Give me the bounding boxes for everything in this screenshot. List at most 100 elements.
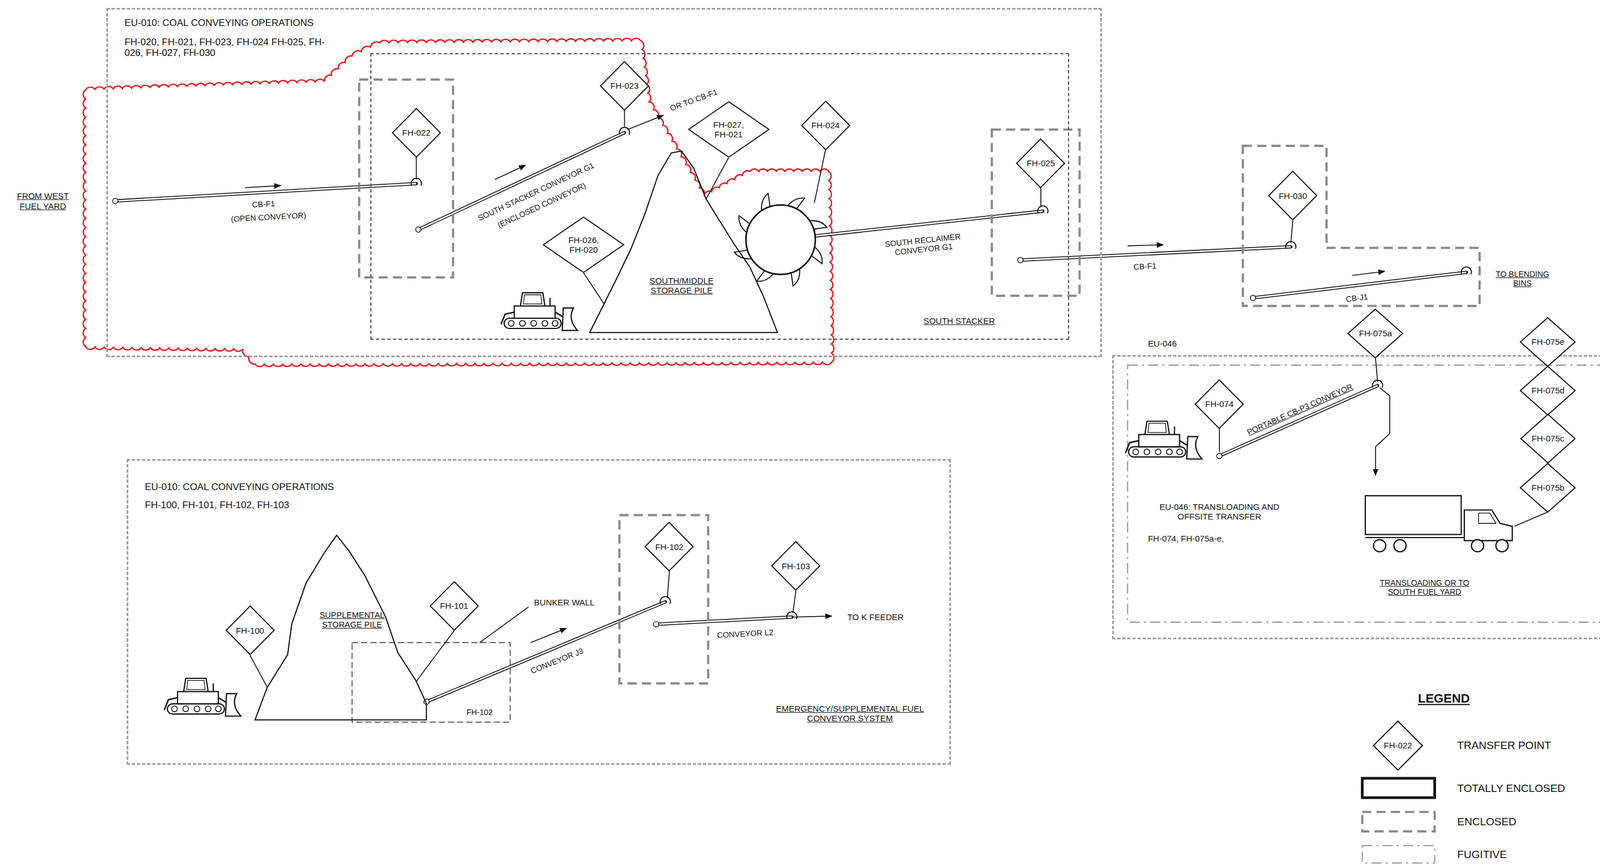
reclaimer-wheel bbox=[734, 193, 828, 287]
storage-pile: SUPPLEMENTAL STORAGE PILE bbox=[254, 535, 427, 721]
diamond-outline bbox=[1347, 309, 1403, 358]
conveyor bbox=[1219, 385, 1378, 457]
drawing-label: SOUTH RECLAIMER CONVEYOR G1 bbox=[872, 230, 974, 259]
conveyor bbox=[1038, 205, 1049, 214]
region-label: EU-010: COAL CONVEYING OPERATIONS bbox=[124, 17, 314, 29]
conveyor bbox=[1020, 247, 1291, 261]
transfer-point-diamond: FH-025 bbox=[1015, 138, 1066, 189]
diamond-outline bbox=[1520, 366, 1576, 415]
transfer-arrow bbox=[1375, 387, 1390, 476]
leader-line bbox=[814, 149, 826, 203]
truck bbox=[1495, 539, 1509, 553]
region-box: SOUTH STACKER FH-022 FH-023FH-027, FH-021F… bbox=[370, 53, 1070, 340]
fugitive-boundary bbox=[1127, 365, 1600, 623]
drawing-label: FH-102 bbox=[465, 707, 495, 717]
region-box: EU-010: COAL CONVEYING OPERATIONS FH-020,… bbox=[106, 7, 1103, 357]
conveyor bbox=[786, 611, 798, 620]
conveyor bbox=[660, 596, 671, 604]
region-label: EMERGENCY/SUPPLEMENTAL FUEL CONVEYOR SYS… bbox=[763, 703, 937, 724]
drawing-label: FROM WEST FUEL YARD bbox=[6, 191, 80, 211]
diamond-outline bbox=[430, 581, 479, 631]
drawing-label: CONVEYOR J3 bbox=[528, 646, 586, 677]
transfer-point-diamond: FH-075a bbox=[1347, 308, 1404, 359]
enclosure-box bbox=[991, 129, 1080, 296]
diamond-outline bbox=[392, 108, 441, 158]
flow-arrow bbox=[244, 185, 281, 188]
pile-outline bbox=[589, 150, 778, 333]
conveyor bbox=[1461, 266, 1472, 275]
transfer-point-diamond: FH-075d bbox=[1519, 365, 1576, 416]
leader-line bbox=[479, 607, 529, 643]
flow-arrow bbox=[627, 115, 664, 130]
leader-line bbox=[416, 110, 1548, 643]
leader-line bbox=[667, 571, 670, 599]
conveyor bbox=[418, 132, 625, 230]
transfer-point-id: FH-075d bbox=[1531, 385, 1565, 396]
leader-line bbox=[1290, 220, 1294, 244]
truck bbox=[1365, 495, 1513, 552]
leader-line bbox=[624, 110, 626, 127]
region-label: EU-046: TRANSLOADING AND OFFSITE TRANSFE… bbox=[1142, 502, 1296, 522]
conveyor bbox=[780, 211, 1044, 241]
transfer-point-diamond: FH-023 bbox=[599, 61, 650, 111]
pile-outline bbox=[589, 150, 778, 333]
pile-label: SUPPLEMENTAL STORAGE PILE bbox=[310, 610, 393, 630]
revision-cloud bbox=[83, 38, 834, 367]
reclaimer-wheel bbox=[734, 193, 828, 287]
pile-label: SOUTH/MIDDLE STORAGE PILE bbox=[641, 275, 722, 296]
transfer-point-id: FH-075e bbox=[1531, 336, 1565, 347]
truck bbox=[1471, 539, 1485, 553]
conveyor bbox=[1020, 247, 1291, 261]
leader-connector bbox=[249, 655, 268, 688]
truck bbox=[1464, 509, 1513, 541]
conveyor bbox=[653, 611, 798, 627]
transfer-point-id: FH-022 bbox=[401, 127, 431, 138]
transfer-point-diamond: FH-030 bbox=[1268, 170, 1318, 221]
transfer-point-diamond: FH-075c bbox=[1520, 413, 1576, 464]
drawing-label: CB-F1 bbox=[1131, 261, 1158, 272]
drawing-label: TO BLENDING BINS bbox=[1490, 269, 1555, 288]
conveyor bbox=[780, 211, 1044, 241]
flow-arrow bbox=[494, 165, 526, 180]
legend-sample bbox=[1361, 811, 1435, 832]
region-label: SOUTH STACKER bbox=[923, 316, 995, 326]
transfer-point-id: FH-074 bbox=[1205, 399, 1234, 409]
transfer-point-diamond: FH-101 bbox=[429, 581, 479, 631]
region-box: EU-010: COAL CONVEYING OPERATIONSFH-100,… bbox=[126, 459, 951, 765]
legend-text: TOTALLY ENCLOSED bbox=[1456, 782, 1567, 795]
region-label: EU-046 bbox=[1147, 338, 1177, 349]
conveyor bbox=[1250, 295, 1256, 301]
conveyor bbox=[1216, 380, 1383, 460]
drawing-label: CONVEYOR L2 bbox=[715, 627, 774, 640]
leader-line bbox=[1375, 357, 1378, 382]
conveyor bbox=[1216, 453, 1222, 459]
storage-pile: SOUTH/MIDDLE STORAGE PILE bbox=[589, 150, 778, 333]
conveyor-lines bbox=[112, 115, 1472, 705]
site-drawing bbox=[500, 292, 578, 331]
transfer-point-id: FH-101 bbox=[439, 600, 469, 611]
legend-text: ENCLOSED bbox=[1456, 815, 1519, 829]
transfer-point-id: FH-100 bbox=[235, 625, 265, 636]
leader-connector bbox=[416, 630, 454, 682]
leader-line bbox=[1514, 512, 1548, 527]
transfer-point-id: FH-027, FH-021 bbox=[708, 119, 749, 140]
enclosure-box bbox=[619, 515, 709, 684]
drawing-label: PORTABLE CB-P3 CONVEYOR bbox=[1244, 381, 1356, 438]
truck bbox=[1373, 539, 1386, 553]
diamond-outline bbox=[543, 217, 624, 273]
region-label: FH-020, FH-021, FH-023, FH-024 FH-025, F… bbox=[124, 36, 341, 59]
conveyor bbox=[1219, 385, 1378, 457]
conveyor bbox=[1017, 241, 1296, 263]
transfer-point-id: FH-075a bbox=[1359, 328, 1392, 339]
site-drawing bbox=[1125, 421, 1202, 460]
truck bbox=[1365, 495, 1462, 535]
transfer-point-diamond: FH-075e bbox=[1519, 317, 1576, 367]
conveyor bbox=[1017, 257, 1023, 263]
transfer-point-id: FH-026, FH-020 bbox=[563, 235, 604, 255]
legend-sample bbox=[1373, 721, 1423, 771]
enclosure-box bbox=[359, 79, 1480, 684]
diamond-outline bbox=[1016, 139, 1065, 188]
diamond-outline bbox=[688, 101, 769, 158]
